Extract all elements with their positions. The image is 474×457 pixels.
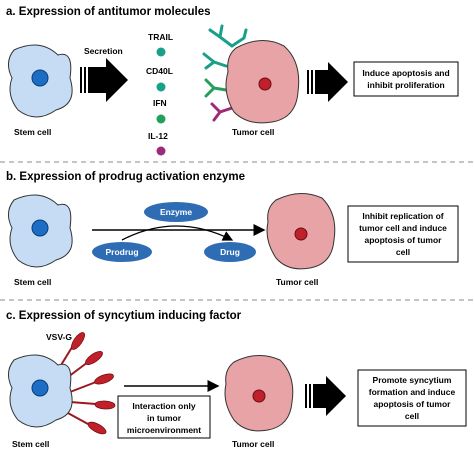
stem-label-a: Stem cell bbox=[14, 127, 51, 137]
outcome-c-line-3: apoptosis of tumor bbox=[374, 399, 452, 409]
molecule-label-ifn: IFN bbox=[153, 98, 167, 108]
tumor-nucleus-c bbox=[252, 389, 266, 403]
outcome-a-line-1: Induce apoptosis and bbox=[362, 68, 449, 78]
molecule-label-il12: IL-12 bbox=[148, 131, 168, 141]
tumor-label-c: Tumor cell bbox=[232, 439, 274, 449]
ifn-dot bbox=[156, 114, 166, 124]
outcome-box-b bbox=[347, 205, 459, 263]
outcome-c-line-4: cell bbox=[405, 411, 419, 421]
vsv-spike-heads bbox=[70, 332, 116, 435]
outcome-b-line-1: Inhibit replication of bbox=[362, 211, 443, 221]
panel-a-title: a. Expression of antitumor molecules bbox=[6, 6, 211, 18]
panel-c: c. Expression of syncytium inducing fact… bbox=[6, 310, 467, 449]
stem-nucleus-c bbox=[31, 379, 49, 397]
panel-b-title: b. Expression of prodrug activation enzy… bbox=[6, 171, 245, 183]
interaction-line-2: in tumor bbox=[147, 413, 182, 423]
il12-dot bbox=[156, 146, 166, 156]
panel-b: b. Expression of prodrug activation enzy… bbox=[6, 171, 459, 287]
stem-label-c: Stem cell bbox=[12, 439, 49, 449]
panel-c-title: c. Expression of syncytium inducing fact… bbox=[6, 310, 242, 322]
vsv-label: VSV-G bbox=[46, 332, 72, 342]
secretion-arrow bbox=[80, 58, 128, 102]
outcome-c-line-2: formation and induce bbox=[369, 387, 456, 397]
molecule-label-cd40l: CD40L bbox=[146, 66, 173, 76]
outcome-b-line-2: tumor cell and induce bbox=[359, 223, 447, 233]
stem-label-b: Stem cell bbox=[14, 277, 51, 287]
panel-a: a. Expression of antitumor molecules Ste… bbox=[6, 6, 459, 156]
stem-nucleus-b bbox=[31, 219, 49, 237]
tumor-nucleus-b bbox=[294, 227, 308, 241]
outcome-arrow-c bbox=[305, 376, 346, 416]
interaction-line-1: Interaction only bbox=[132, 401, 196, 411]
tumor-nucleus-a bbox=[258, 77, 272, 91]
tumor-label-b: Tumor cell bbox=[276, 277, 318, 287]
trail-dot bbox=[156, 47, 166, 57]
prodrug-label: Prodrug bbox=[105, 247, 138, 257]
drug-label: Drug bbox=[220, 247, 240, 257]
outcome-b-line-4: cell bbox=[396, 247, 410, 257]
receptors-a bbox=[202, 24, 248, 122]
prodrug-pill bbox=[92, 242, 152, 262]
interaction-line-3: microenvironment bbox=[127, 425, 201, 435]
outcome-c-line-1: Promote syncytium bbox=[373, 375, 452, 385]
outcome-a-line-2: inhibit proliferation bbox=[367, 80, 444, 90]
drug-pill bbox=[204, 242, 256, 262]
tumor-label-a: Tumor cell bbox=[232, 127, 274, 137]
molecule-label-trail: TRAIL bbox=[148, 32, 173, 42]
outcome-b-line-3: apoptosis of tumor bbox=[365, 235, 443, 245]
outcome-box-c bbox=[357, 369, 467, 427]
outcome-arrow-a bbox=[307, 62, 348, 102]
secretion-label: Secretion bbox=[84, 46, 123, 56]
enzyme-pill bbox=[144, 202, 208, 222]
enzyme-label: Enzyme bbox=[160, 207, 192, 217]
outcome-box-a bbox=[353, 61, 459, 97]
interaction-box bbox=[117, 395, 211, 439]
conversion-arrow bbox=[121, 225, 234, 241]
stem-nucleus-a bbox=[31, 69, 49, 87]
cd40l-dot bbox=[156, 82, 166, 92]
